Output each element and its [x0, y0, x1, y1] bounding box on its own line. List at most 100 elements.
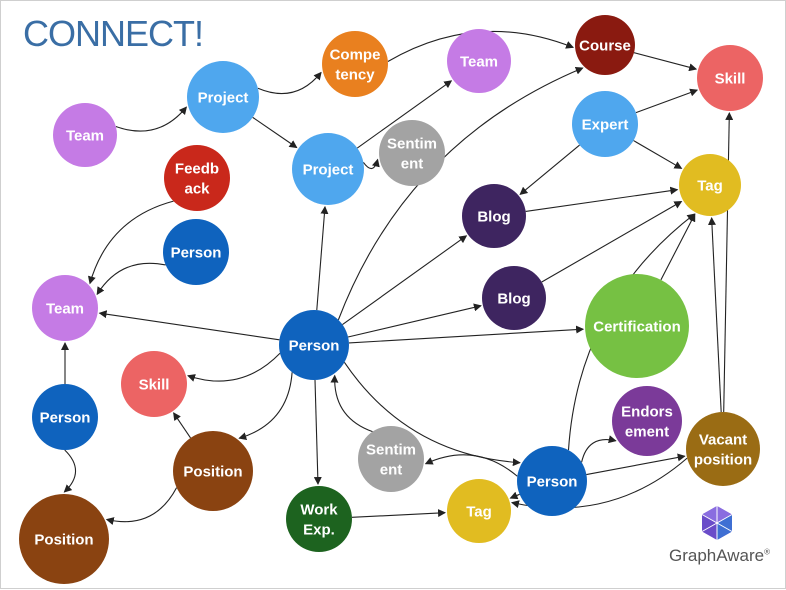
edge-vacant-to-tag1	[707, 216, 722, 413]
node-endorsement: Endors ement	[612, 386, 682, 456]
node-tag1: Tag	[679, 154, 741, 216]
edge-person1-to-team3	[96, 262, 166, 296]
node-certification: Certification	[585, 274, 689, 378]
node-circle-position1	[173, 431, 253, 511]
edge-course-to-skill1	[633, 52, 698, 72]
node-label-workexp: Work	[300, 501, 338, 518]
node-circle-endorsement	[612, 386, 682, 456]
edge-person_center-to-project2	[316, 205, 329, 311]
node-circle-feedback	[164, 145, 230, 211]
node-circle-vacant	[686, 412, 760, 486]
node-label-skill2: Skill	[139, 376, 170, 393]
node-circle-person_center	[279, 310, 349, 380]
edge-person_center-to-blog1	[342, 235, 468, 326]
node-label-sentiment2: ent	[380, 461, 403, 478]
node-label-tag1: Tag	[697, 177, 723, 194]
edge-person3-to-sentiment2	[424, 454, 518, 477]
graphaware-logo-icon	[701, 506, 733, 540]
node-project2: Project	[292, 133, 364, 205]
node-course: Course	[575, 15, 635, 75]
edge-person_center-to-team3	[98, 310, 280, 341]
node-team1: Team	[53, 103, 117, 167]
edge-blog2-to-tag1	[541, 200, 683, 283]
node-person2: Person	[32, 384, 98, 450]
node-label-endorsement: Endors	[621, 403, 673, 420]
node-label-blog2: Blog	[497, 290, 530, 307]
node-competency: Compe tency	[322, 31, 388, 97]
node-label-course: Course	[579, 37, 631, 54]
edge-person_center-to-skill2	[187, 352, 281, 382]
node-circle-team1	[53, 103, 117, 167]
edge-person3-to-endorsement	[581, 435, 617, 463]
edge-project2-to-team2	[356, 80, 453, 149]
edge-feedback-to-team3	[87, 200, 174, 285]
edge-certification-to-tag1	[660, 213, 696, 281]
node-tag2: Tag	[447, 479, 511, 543]
node-circle-competency	[322, 31, 388, 97]
node-circle-team2	[447, 29, 511, 93]
edge-team1-to-project1	[115, 106, 187, 132]
node-circle-project2	[292, 133, 364, 205]
node-circle-expert	[572, 91, 638, 157]
edge-person_center-to-certification	[348, 325, 585, 344]
node-label-project1: Project	[198, 89, 249, 106]
edge-blog1-to-tag1	[525, 186, 679, 212]
edge-expert-to-blog1	[519, 144, 580, 195]
edge-person2-to-position2	[63, 449, 77, 493]
node-label-certification: Certification	[593, 318, 681, 335]
node-circle-project1	[187, 61, 259, 133]
node-skill2: Skill	[121, 351, 187, 417]
node-circle-team3	[32, 275, 98, 341]
node-circle-person2	[32, 384, 98, 450]
node-team3: Team	[32, 275, 98, 341]
edge-person_center-to-person3	[343, 362, 521, 467]
node-label-feedback: Feedb	[175, 160, 219, 177]
brand-name: GraphAware®	[669, 546, 770, 566]
edge-person_center-to-position1	[238, 372, 293, 441]
edge-vacant-to-skill1	[723, 111, 734, 413]
node-circle-course	[575, 15, 635, 75]
node-circle-skill2	[121, 351, 187, 417]
node-label-endorsement: ement	[625, 423, 669, 440]
page-title: CONNECT!	[23, 13, 204, 54]
node-label-vacant: Vacant	[699, 431, 747, 448]
node-label-person2: Person	[40, 409, 91, 426]
node-label-blog1: Blog	[477, 208, 510, 225]
edge-position1-to-position2	[105, 487, 178, 525]
edge-project1-to-competency	[257, 71, 322, 95]
nodes-layer: TeamProjectCompetencyTeamCourseSkillFeed…	[19, 15, 763, 584]
node-circle-person3	[517, 446, 587, 516]
node-label-team2: Team	[460, 53, 498, 70]
edge-person_center-to-workexp	[313, 379, 322, 486]
edge-project2-to-sentiment1	[362, 158, 380, 170]
node-circle-blog2	[482, 266, 546, 330]
node-circle-workexp	[286, 486, 352, 552]
node-circle-skill1	[697, 45, 763, 111]
brand-mark: ®	[764, 547, 771, 557]
edge-expert-to-skill1	[635, 88, 699, 114]
node-label-competency: tency	[335, 66, 375, 83]
brand-text: GraphAware	[669, 546, 765, 565]
node-label-position2: Position	[34, 531, 93, 548]
node-label-expert: Expert	[582, 116, 629, 133]
node-expert: Expert	[572, 91, 638, 157]
node-label-competency: Compe	[330, 46, 381, 63]
node-circle-sentiment1	[379, 120, 445, 186]
node-skill1: Skill	[697, 45, 763, 111]
node-label-project2: Project	[303, 161, 354, 178]
node-circle-certification	[585, 274, 689, 378]
node-label-team3: Team	[46, 300, 84, 317]
node-blog1: Blog	[462, 184, 526, 248]
node-label-team1: Team	[66, 127, 104, 144]
node-label-sentiment1: ent	[401, 155, 424, 172]
node-person_center: Person	[279, 310, 349, 380]
node-circle-position2	[19, 494, 109, 584]
edge-person3-to-vacant	[586, 453, 686, 476]
edge-position1-to-skill2	[173, 412, 192, 439]
edge-expert-to-tag1	[633, 140, 683, 169]
